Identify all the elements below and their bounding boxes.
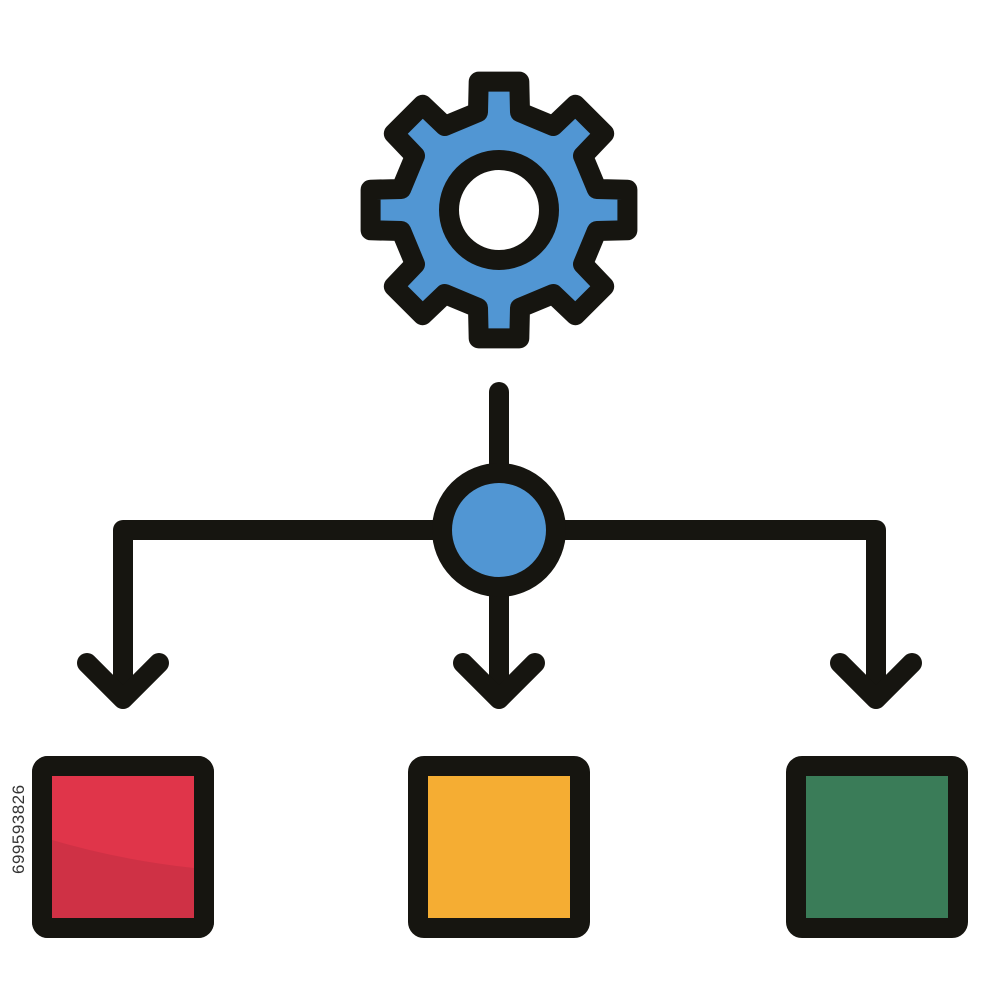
branch-left-line <box>113 520 448 700</box>
gear-hole-outline <box>439 150 559 270</box>
output-boxes <box>32 756 968 938</box>
gear-icon <box>360 71 638 349</box>
arrow-head-middle <box>453 653 545 709</box>
box-red-outline <box>32 756 214 938</box>
branch-right-line <box>550 520 886 700</box>
hub-node <box>432 463 566 597</box>
box-yellow <box>408 756 590 938</box>
arrow-head-right <box>830 653 922 709</box>
connector-lines <box>77 382 922 709</box>
arrow-head-left <box>77 653 169 709</box>
box-green <box>786 756 968 938</box>
stock-id-label: 699593826 <box>9 784 28 875</box>
box-red-shade <box>52 840 194 918</box>
gear-hole <box>449 160 549 260</box>
